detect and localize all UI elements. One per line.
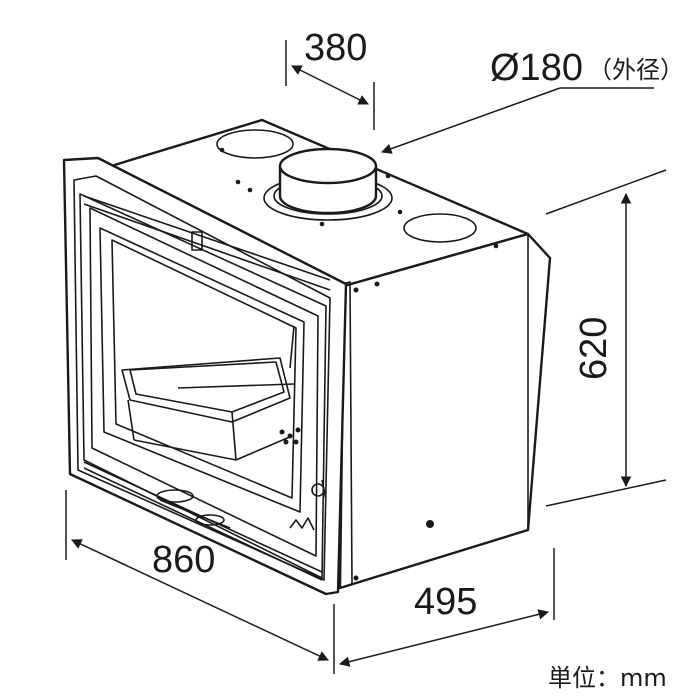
door-rail-top-2 — [83, 203, 331, 291]
rim-bolts — [353, 281, 434, 581]
glass-inner — [111, 239, 297, 499]
air-inlet-right — [403, 213, 477, 243]
dim-380 — [285, 40, 375, 130]
air-control — [156, 489, 231, 529]
top-screws — [219, 147, 499, 249]
firebox-corner — [289, 325, 295, 369]
glass-window — [99, 227, 305, 513]
top-openings — [216, 129, 499, 249]
label-380: 380 — [304, 27, 367, 69]
label-flue-note: （外径） — [588, 56, 684, 84]
label-620: 620 — [573, 317, 615, 380]
dim-495 — [338, 548, 555, 667]
log-grate — [121, 357, 295, 461]
front-frame-inner — [73, 175, 331, 581]
label-495: 495 — [414, 581, 477, 623]
dim-860 — [65, 490, 335, 674]
stove-body — [62, 118, 552, 596]
label-flue: Ø180 — [490, 47, 583, 89]
air-holes — [279, 427, 301, 445]
dim-620 — [545, 169, 667, 507]
unit-label: 単位：mm — [548, 664, 667, 692]
decorative-logo — [289, 517, 315, 531]
air-inlet-left — [216, 129, 294, 159]
dim-flue-leader — [381, 87, 654, 154]
door-latch — [311, 479, 327, 501]
door-handle — [191, 231, 203, 251]
door-rail-top — [83, 195, 331, 281]
side-face — [338, 232, 552, 590]
label-860: 860 — [152, 539, 215, 581]
flue-collar — [263, 147, 393, 221]
